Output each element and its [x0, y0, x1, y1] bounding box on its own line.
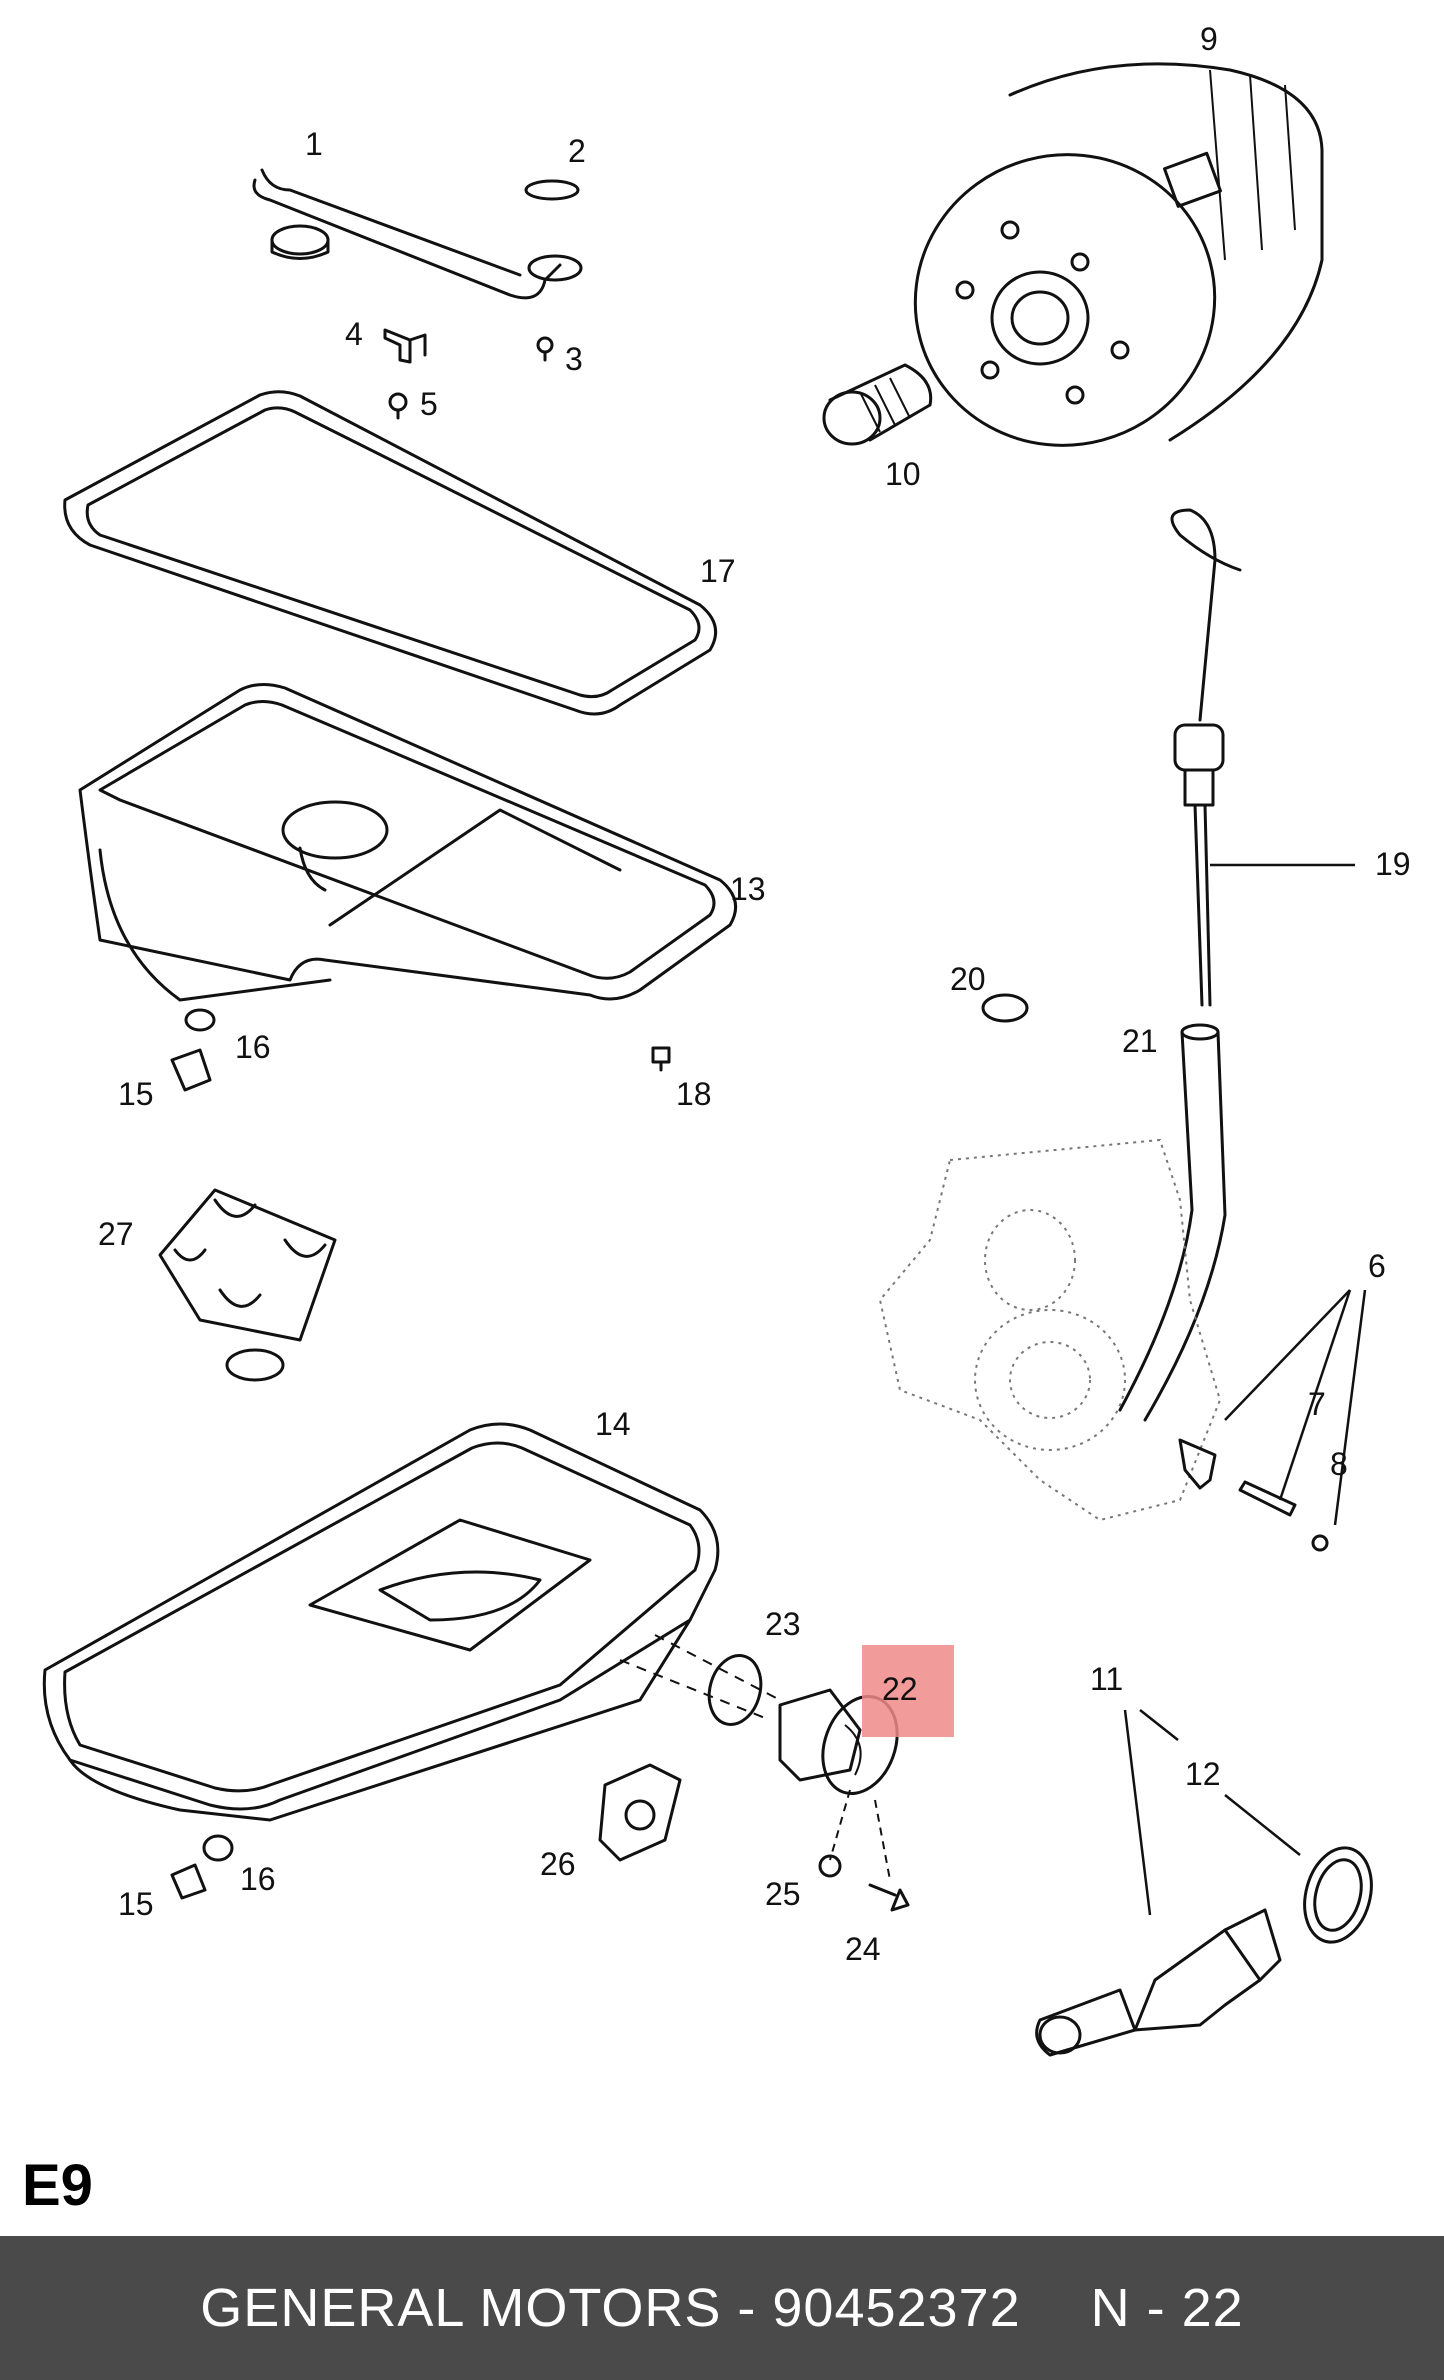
part-24-bolt: [868, 1883, 910, 1912]
part-21-guide-tube: [1118, 1023, 1227, 1422]
part-17-oil-pan-gasket: [63, 390, 718, 716]
part-14-lower-oil-pan: [42, 1422, 720, 1822]
part-12-seal: [1303, 1846, 1373, 1944]
callout-9: 9: [1200, 21, 1218, 57]
part-5-bolt: [388, 392, 408, 420]
part-10-nipple: [822, 363, 933, 446]
part-27-bearing-set: [158, 1188, 337, 1382]
part-26-cover-plate: [598, 1763, 682, 1862]
callout-16-upper: 16: [235, 1029, 271, 1065]
part-3-bolt: [536, 336, 554, 362]
part-18-bolt: [651, 1046, 671, 1072]
part-19-dipstick: [1170, 508, 1242, 1007]
footer-bar: GENERAL MOTORS - 90452372 N - 22: [0, 2236, 1444, 2380]
highlight-22: [862, 1645, 954, 1737]
callout-18: 18: [676, 1076, 712, 1112]
part-9-oil-filter: [913, 62, 1324, 447]
callout-21: 21: [1122, 1023, 1158, 1059]
part-15-drain-plug-upper: [170, 1048, 212, 1092]
part-7-spring: [1238, 1480, 1297, 1517]
footer-part-title: GENERAL MOTORS - 90452372: [200, 2278, 1021, 2338]
part-6-plug: [1178, 1438, 1217, 1490]
callout-6: 6: [1368, 1248, 1386, 1284]
callout-14: 14: [595, 1406, 631, 1442]
part-20-seal-ring: [981, 993, 1029, 1023]
part-2-gasket: [524, 179, 580, 201]
part-16-washer-lower: [202, 1834, 234, 1862]
callout-16-lower: 16: [240, 1861, 276, 1897]
callout-2: 2: [568, 133, 586, 169]
part-11-pressure-switch: [1035, 1908, 1282, 2057]
part-16-washer-upper: [184, 1008, 216, 1032]
callout-8: 8: [1330, 1446, 1348, 1482]
callout-5: 5: [420, 386, 438, 422]
callout-26: 26: [540, 1846, 576, 1882]
callout-1: 1: [305, 126, 323, 162]
callout-22: 22: [882, 1671, 918, 1707]
callout-12: 12: [1185, 1756, 1221, 1792]
part-15-drain-plug-lower: [170, 1863, 207, 1900]
callout-17: 17: [700, 553, 736, 589]
callout-11: 11: [1090, 1661, 1123, 1697]
part-13-upper-oil-pan: [78, 683, 738, 1002]
callout-3: 3: [565, 341, 583, 377]
callout-24: 24: [845, 1931, 881, 1967]
callout-4: 4: [345, 316, 363, 352]
callout-13: 13: [730, 871, 766, 907]
engine-block-outline: [878, 1138, 1222, 1522]
callout-25: 25: [765, 1876, 801, 1912]
part-8-ball: [1311, 1534, 1329, 1552]
section-code: E9: [22, 2153, 93, 2218]
callout-23: 23: [765, 1606, 801, 1642]
fastener-dashed: [829, 1789, 891, 1881]
callout-27: 27: [98, 1216, 134, 1252]
callout-20: 20: [950, 961, 986, 997]
part-23-o-ring: [707, 1654, 763, 1726]
part-25-washer: [818, 1854, 842, 1878]
callout-10: 10: [885, 456, 921, 492]
callout-15-lower: 15: [118, 1886, 154, 1922]
part-1-oil-pipe: [252, 168, 583, 300]
callout-15-upper: 15: [118, 1076, 154, 1112]
footer-part-ref: N - 22: [1090, 2278, 1244, 2338]
part-4-bracket: [383, 328, 427, 364]
callout-19: 19: [1375, 846, 1411, 882]
callout-7: 7: [1308, 1386, 1326, 1422]
parts-diagram: 1 2 3 4 5 6 7 8 9 10 11 12 13 14 15 15 1…: [42, 21, 1411, 2057]
